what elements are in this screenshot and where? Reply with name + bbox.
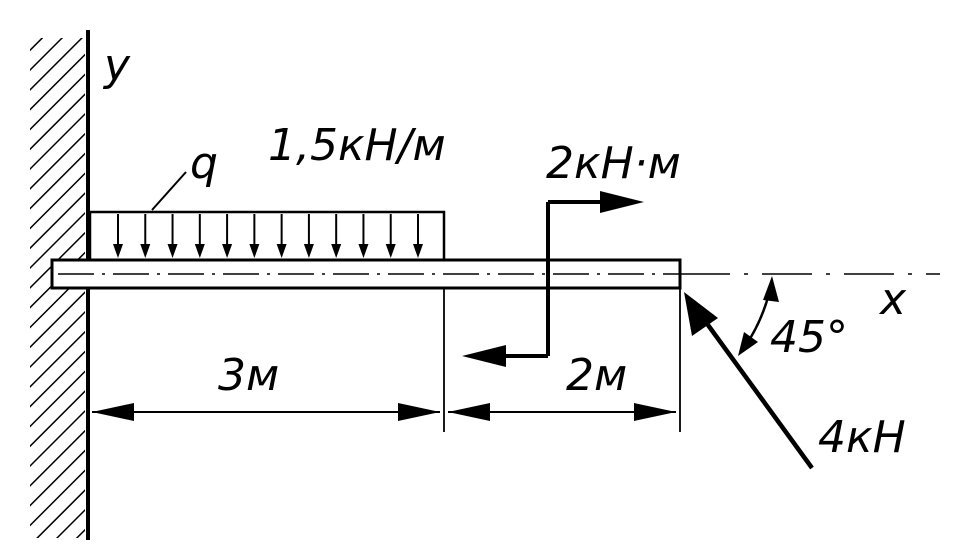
load-arrow-head bbox=[385, 244, 396, 258]
load-arrow-head bbox=[331, 244, 342, 258]
distributed-load bbox=[88, 171, 446, 262]
angle-indicator bbox=[738, 276, 779, 356]
load-leader-line bbox=[151, 171, 187, 211]
inclined-force bbox=[684, 292, 814, 470]
dimension-right-end-arrow bbox=[634, 403, 676, 421]
dimension-left-start-arrow bbox=[92, 403, 134, 421]
load-arrow-head bbox=[140, 244, 151, 258]
load-arrow-head bbox=[194, 244, 205, 258]
moment-upper-arrowhead bbox=[600, 191, 644, 213]
load-arrow-head bbox=[413, 244, 423, 258]
dimension-left-end-arrow bbox=[398, 403, 440, 421]
load-arrow-head bbox=[358, 244, 369, 258]
force-arrowhead bbox=[684, 292, 718, 336]
span-left-label: 3м bbox=[218, 350, 279, 401]
load-arrow-head bbox=[167, 244, 178, 258]
moment-label: 2кН·м bbox=[546, 138, 681, 189]
load-symbol-label: q bbox=[190, 138, 218, 189]
beam bbox=[50, 258, 682, 290]
load-intensity-label: 1,5кН/м bbox=[268, 120, 446, 171]
span-right-label: 2м bbox=[566, 350, 627, 401]
dimension-lines bbox=[92, 288, 681, 432]
x-axis-label: x bbox=[878, 274, 907, 325]
load-arrow-head bbox=[113, 244, 123, 258]
y-axis-label: y bbox=[102, 40, 131, 91]
load-arrow-head bbox=[222, 244, 233, 258]
load-arrow-head bbox=[303, 244, 314, 258]
dimension-right-start-arrow bbox=[448, 403, 490, 421]
load-arrow-head bbox=[276, 244, 287, 258]
load-arrow-head bbox=[249, 244, 260, 258]
force-line bbox=[698, 312, 814, 470]
moment-couple bbox=[462, 191, 644, 367]
moment-lower-arrowhead bbox=[462, 345, 506, 367]
angle-arc-bottom-arrow bbox=[738, 332, 758, 356]
angle-arc-top-arrow bbox=[763, 276, 779, 302]
distributed-load-arrows bbox=[113, 214, 423, 258]
force-label: 4кН bbox=[818, 412, 906, 463]
angle-label: 45° bbox=[770, 312, 848, 363]
